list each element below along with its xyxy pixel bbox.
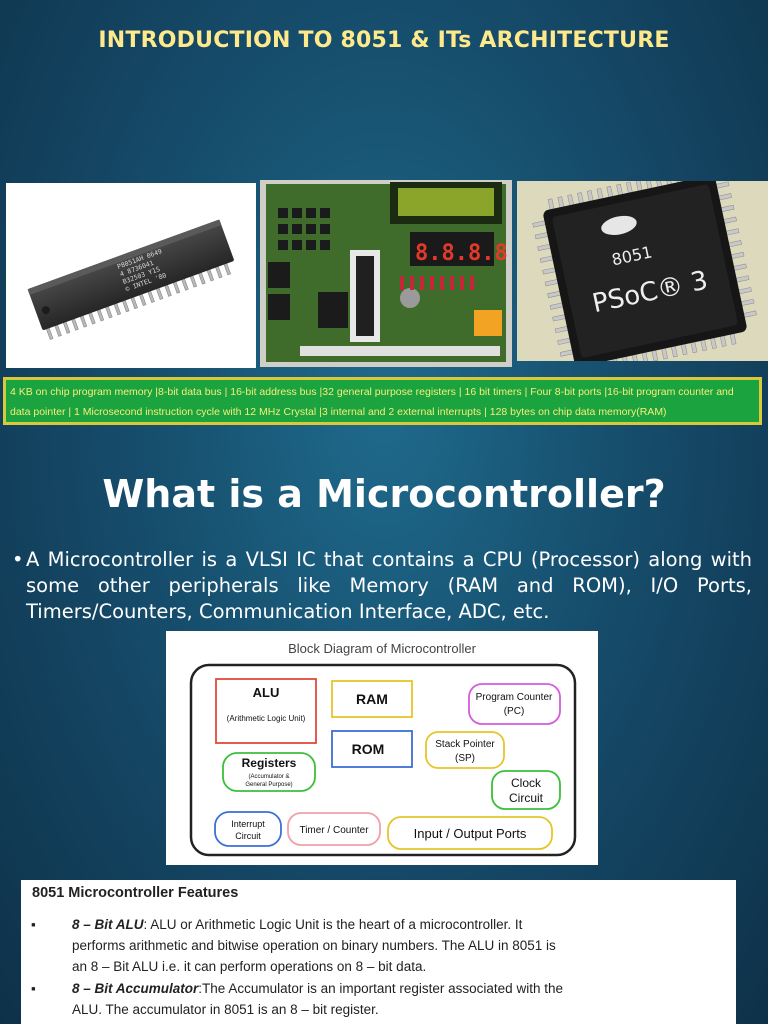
registers-box xyxy=(222,752,316,792)
registers-sub-1: (Accumulator & xyxy=(248,774,289,780)
clock-circuit-label: Circuit xyxy=(509,791,544,805)
bullet-marker: • xyxy=(12,548,24,571)
features-document: 8051 Microcontroller Features ▪ 8 – Bit … xyxy=(21,880,736,1024)
timer-counter-box xyxy=(287,812,381,846)
features-bar: 4 KB on chip program memory |8-bit data … xyxy=(3,377,762,425)
alu-sub-label: (Arithmetic Logic Unit) xyxy=(227,714,306,723)
psoc-chip-photo: 8051 PSoC® 3 xyxy=(517,181,768,361)
development-board-photo: 8.8.8.8 xyxy=(260,180,512,367)
feature-acc-line-1: The Accumulator is an important register… xyxy=(202,981,563,996)
square-bullet-icon: ▪ xyxy=(31,917,36,932)
feature-key-accumulator: 8 – Bit Accumulator xyxy=(72,981,199,996)
features-heading: 8051 Microcontroller Features xyxy=(32,885,239,901)
feature-alu-line-1: ALU or Arithmetic Logic Unit is the hear… xyxy=(150,917,523,932)
rom-label: ROM xyxy=(352,741,385,757)
feature-alu-line-2: performs arithmetic and bitwise operatio… xyxy=(72,938,556,953)
interrupt-label: Interrupt xyxy=(231,819,265,829)
feature-key-alu: 8 – Bit ALU xyxy=(72,917,144,932)
ram-box xyxy=(331,680,413,718)
io-ports-label: Input / Output Ports xyxy=(414,826,527,841)
clock-label: Clock xyxy=(511,776,542,790)
ram-label: RAM xyxy=(356,691,388,707)
feature-item-alu: ▪ 8 – Bit ALU: ALU or Arithmetic Logic U… xyxy=(31,914,731,977)
feature-acc-line-2: ALU. The accumulator in 8051 is an 8 – b… xyxy=(72,1002,379,1017)
alu-label: ALU xyxy=(253,685,280,700)
registers-sub-2: General Purpose) xyxy=(245,782,292,788)
alu-box xyxy=(215,678,317,744)
interrupt-circuit-label: Circuit xyxy=(235,831,261,841)
timer-counter-label: Timer / Counter xyxy=(299,825,369,836)
feature-sep-alu: : xyxy=(143,917,151,932)
registers-label: Registers xyxy=(242,756,297,770)
feature-alu-line-3: an 8 – Bit ALU i.e. it can perform opera… xyxy=(72,959,427,974)
block-diagram: Block Diagram of Microcontroller ALU (Ar… xyxy=(166,631,598,865)
rom-box xyxy=(331,730,413,768)
definition-text: A Microcontroller is a VLSI IC that cont… xyxy=(26,548,752,623)
square-bullet-icon: ▪ xyxy=(31,981,36,996)
block-diagram-title: Block Diagram of Microcontroller xyxy=(288,641,477,656)
section-heading: What is a Microcontroller? xyxy=(102,472,666,516)
interrupt-circuit-box xyxy=(214,811,282,847)
program-counter-abbr: (PC) xyxy=(504,706,525,717)
program-counter-box xyxy=(468,683,561,725)
slide-title: INTRODUCTION TO 8051 & ITs ARCHITECTURE xyxy=(98,28,670,53)
feature-sep-accumulator: : xyxy=(198,981,203,996)
diagram-outline xyxy=(189,663,577,857)
definition-bullet: • A Microcontroller is a VLSI IC that co… xyxy=(12,547,752,625)
program-counter-label: Program Counter xyxy=(476,692,553,703)
io-ports-box xyxy=(387,816,553,850)
dip-chip-photo: P8051AH 0649 4 8736041 B32503 Y1S © INTE… xyxy=(6,183,256,368)
clock-circuit-box xyxy=(491,770,561,810)
stack-pointer-label: Stack Pointer xyxy=(435,739,495,750)
stack-pointer-abbr: (SP) xyxy=(455,753,475,764)
feature-item-accumulator: ▪ 8 – Bit Accumulator:The Accumulator is… xyxy=(31,978,731,1020)
stack-pointer-box xyxy=(425,731,505,769)
svg-text:8.8.8.8: 8.8.8.8 xyxy=(415,241,508,266)
